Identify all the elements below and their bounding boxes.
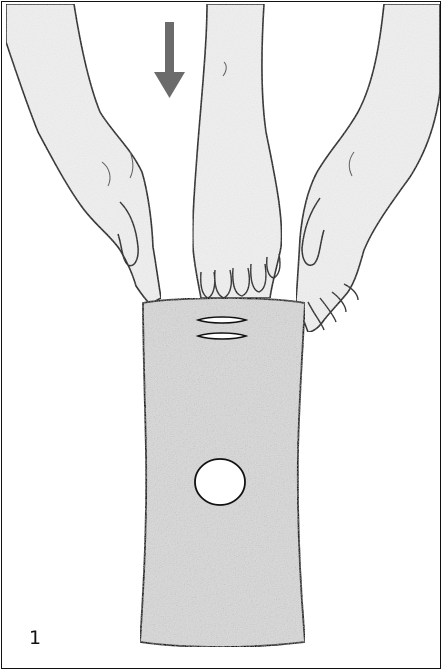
left-hand	[6, 4, 161, 304]
patella-opening	[195, 459, 245, 505]
right-hand	[296, 4, 440, 332]
knee-sleeve	[140, 298, 305, 647]
step-number: 1	[29, 628, 41, 648]
foot	[193, 4, 282, 298]
down-arrow-icon	[154, 22, 185, 98]
